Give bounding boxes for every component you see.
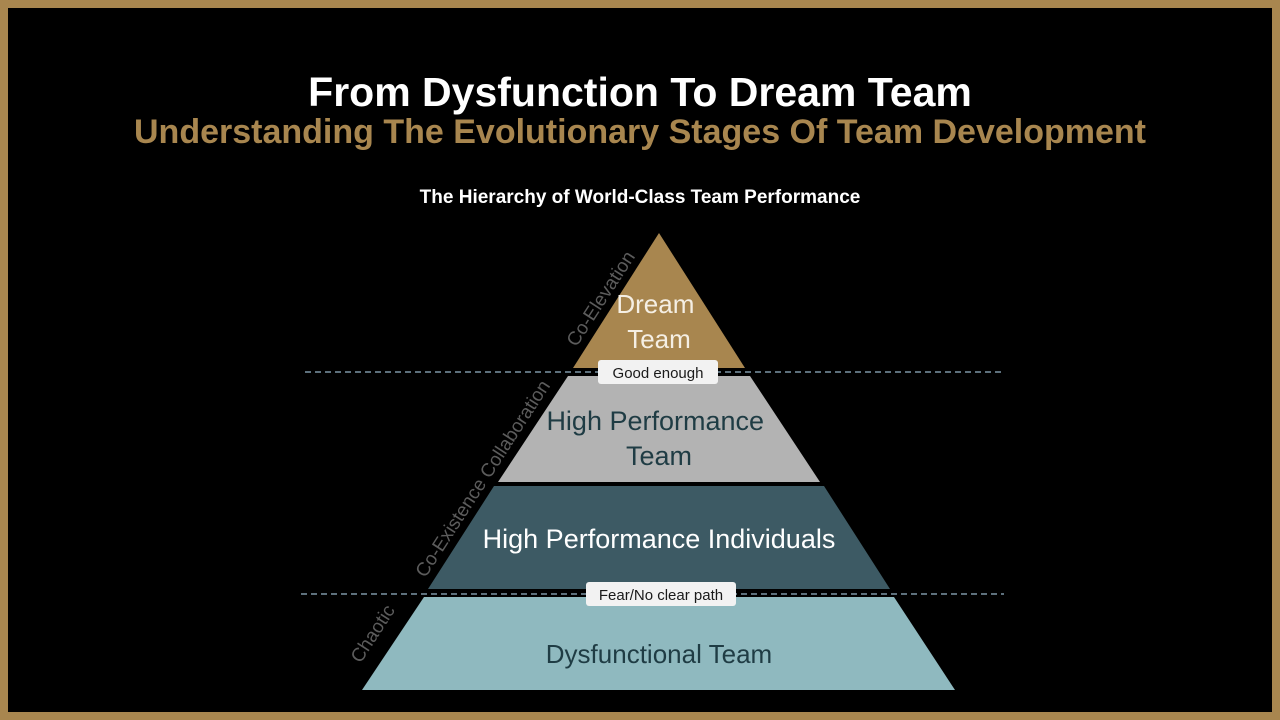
pyramid-diagram: Dream Team High Performance Team High Pe… [301, 233, 1004, 690]
tier-label-high-performance-individuals: High Performance Individuals [483, 524, 836, 554]
tier-dysfunctional-team [362, 597, 955, 690]
threshold-label-fear-no-clear-path: Fear/No clear path [599, 587, 723, 604]
page-title: From Dysfunction To Dream Team [308, 69, 972, 115]
threshold-box-lower [586, 582, 736, 606]
tier-label-line: Dream [616, 289, 694, 319]
tier-label-line: High Performance [546, 406, 764, 436]
tier-label-line: High Performance Individuals [483, 524, 836, 554]
tier-dream-team [573, 233, 745, 368]
tier-label-line: Team [627, 324, 691, 354]
tier-label-line: Dysfunctional Team [546, 639, 772, 669]
page-subtitle: Understanding The Evolutionary Stages Of… [134, 113, 1146, 151]
tier-high-performance-team [498, 376, 820, 482]
tier-label-line: Team [626, 441, 692, 471]
tier-label-dysfunctional-team: Dysfunctional Team [546, 639, 772, 669]
tier-label-high-performance-team: High Performance Team [546, 406, 771, 471]
diagram-title: The Hierarchy of World-Class Team Perfor… [419, 187, 861, 208]
slide-frame: From Dysfunction To Dream Team Understan… [8, 8, 1272, 712]
tier-high-performance-individuals [428, 486, 890, 589]
threshold-label-good-enough: Good enough [613, 365, 704, 382]
threshold-box-upper [598, 360, 718, 384]
tier-label-dream-team: Dream Team [616, 289, 701, 354]
